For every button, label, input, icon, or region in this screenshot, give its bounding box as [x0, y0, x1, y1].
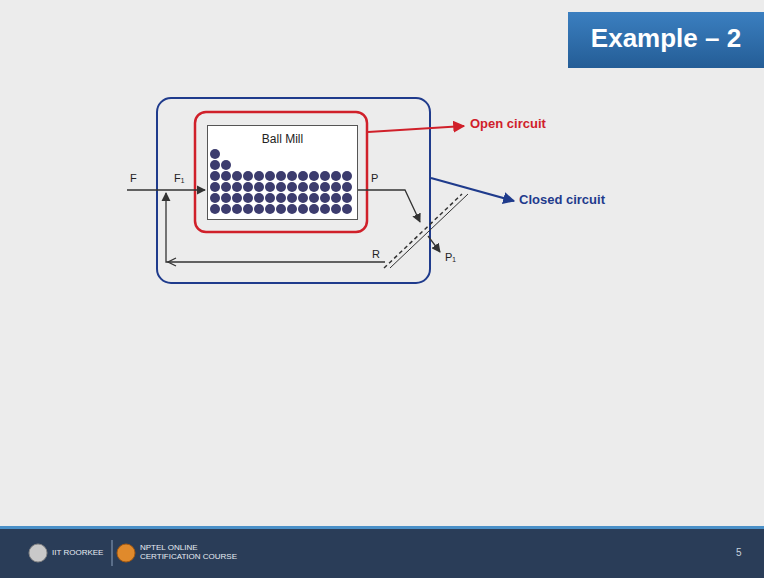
stream-label: P₁ — [445, 251, 456, 264]
grinding-ball — [243, 204, 253, 214]
grinding-ball — [298, 182, 308, 192]
grinding-ball — [342, 182, 352, 192]
grinding-ball — [309, 182, 319, 192]
grinding-ball — [210, 160, 220, 170]
stream-label: P — [371, 172, 378, 185]
grinding-ball — [265, 204, 275, 214]
mill-box: Ball Mill — [207, 125, 358, 220]
grinding-ball — [298, 193, 308, 203]
grinding-balls — [210, 149, 352, 214]
grinding-ball — [254, 204, 264, 214]
grinding-ball — [309, 193, 319, 203]
process-streams — [127, 126, 514, 266]
footer-rule — [0, 526, 764, 529]
nptel-logo — [117, 544, 135, 562]
product-stream — [358, 190, 420, 222]
grinding-ball — [331, 193, 341, 203]
recycle-stream — [166, 193, 385, 262]
fine-product-stream — [428, 236, 440, 252]
stream-label: R — [372, 248, 380, 261]
grinding-ball — [265, 171, 275, 181]
footer-divider — [112, 540, 113, 566]
grinding-ball — [232, 182, 242, 192]
slide-title: Example – 2 — [568, 24, 764, 54]
grinding-ball — [221, 193, 231, 203]
grinding-ball — [210, 149, 220, 159]
grinding-ball — [320, 171, 330, 181]
grinding-ball — [232, 193, 242, 203]
screen-edge — [390, 194, 468, 268]
open-circuit-boundary — [195, 112, 367, 232]
stream-label: F — [130, 172, 137, 185]
grinding-ball — [309, 171, 319, 181]
grinding-ball — [210, 171, 220, 181]
grinding-ball — [287, 171, 297, 181]
callout-label: Open circuit — [470, 117, 546, 132]
screen — [384, 194, 462, 268]
grinding-ball — [320, 182, 330, 192]
open-circuit-pointer — [368, 126, 464, 132]
mill-fill — [207, 125, 358, 220]
grinding-ball — [243, 182, 253, 192]
grinding-ball — [276, 182, 286, 192]
grinding-ball — [210, 182, 220, 192]
grinding-ball — [265, 182, 275, 192]
title-banner — [568, 12, 764, 68]
grinding-ball — [287, 193, 297, 203]
grinding-ball — [331, 182, 341, 192]
page-number: 5 — [736, 547, 742, 559]
grinding-ball — [298, 171, 308, 181]
grinding-ball — [331, 171, 341, 181]
footer-bar — [0, 529, 764, 578]
grinding-ball — [243, 193, 253, 203]
callout-label: Closed circuit — [519, 193, 605, 208]
grinding-ball — [320, 193, 330, 203]
grinding-ball — [309, 204, 319, 214]
grinding-ball — [287, 204, 297, 214]
grinding-ball — [265, 193, 275, 203]
grinding-ball — [232, 171, 242, 181]
grinding-ball — [276, 204, 286, 214]
grinding-ball — [243, 171, 253, 181]
grinding-ball — [342, 204, 352, 214]
grinding-ball — [221, 171, 231, 181]
node-label: Ball Mill — [208, 126, 357, 146]
footer-text: NPTEL ONLINE CERTIFICATION COURSE — [140, 543, 250, 561]
institute-logo — [29, 544, 47, 562]
grinding-ball — [276, 193, 286, 203]
recycle-arrow-tip — [168, 258, 176, 266]
footer-text: IIT ROORKEE — [52, 548, 103, 557]
grinding-ball — [342, 193, 352, 203]
grinding-ball — [221, 204, 231, 214]
grinding-ball — [298, 204, 308, 214]
grinding-ball — [221, 182, 231, 192]
stream-label: F₁ — [174, 172, 184, 185]
grinding-ball — [342, 171, 352, 181]
grinding-ball — [331, 204, 341, 214]
grinding-ball — [254, 182, 264, 192]
grinding-ball — [210, 204, 220, 214]
grinding-ball — [210, 193, 220, 203]
grinding-ball — [221, 160, 231, 170]
grinding-ball — [320, 204, 330, 214]
grinding-ball — [276, 171, 286, 181]
grinding-ball — [232, 204, 242, 214]
closed-circuit-pointer — [431, 178, 514, 201]
grinding-ball — [254, 171, 264, 181]
grinding-ball — [254, 193, 264, 203]
grinding-ball — [287, 182, 297, 192]
feed-stream — [127, 189, 205, 190]
